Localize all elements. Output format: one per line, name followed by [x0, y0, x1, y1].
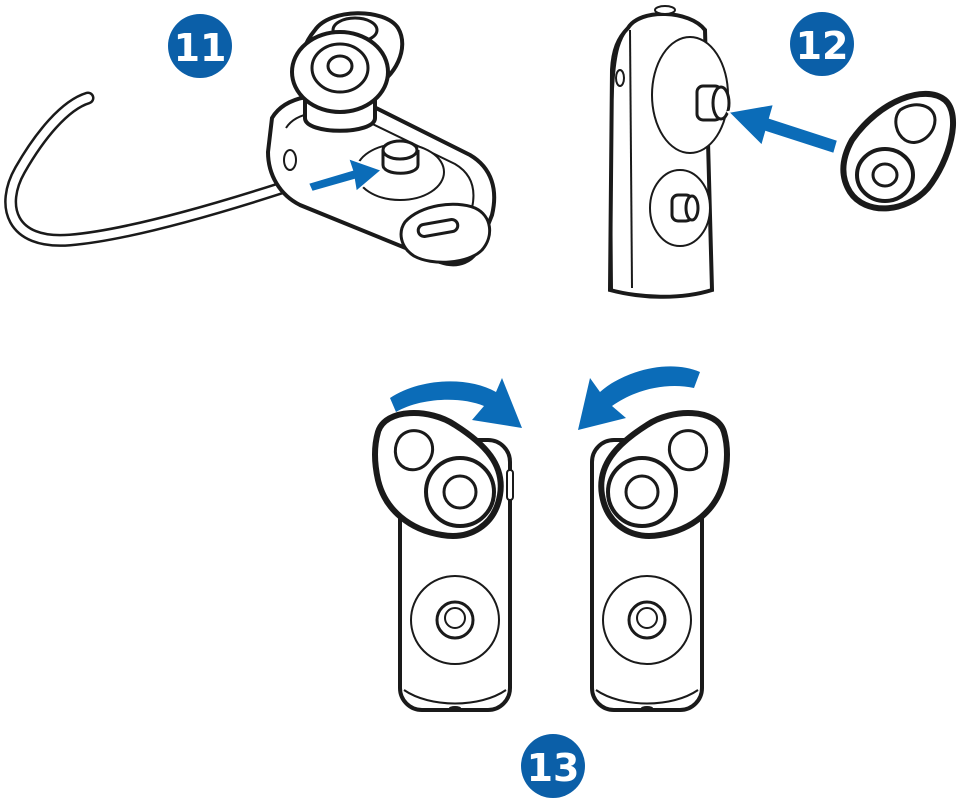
- step-number-13: 13: [527, 746, 580, 790]
- push-arrow: [725, 102, 840, 156]
- attach-arrow: [306, 156, 384, 194]
- step-number-12: 12: [796, 24, 849, 68]
- step-badge-12: 12: [790, 12, 854, 76]
- step-number-11: 11: [174, 26, 227, 70]
- speaker-post: [355, 139, 445, 201]
- step-badge-13: 13: [521, 734, 585, 798]
- rotate-left-arrow: [578, 366, 700, 430]
- step-12-illustration: [607, 5, 956, 299]
- loose-earloop: [840, 90, 956, 212]
- rotate-right-arrow: [390, 378, 522, 428]
- step-13-illustration: [372, 366, 730, 712]
- step-badge-11: 11: [168, 14, 232, 78]
- left-headset-rotated: [372, 410, 514, 712]
- step-11-illustration: [4, 11, 497, 267]
- earloop-with-eartip: [290, 11, 405, 133]
- headset-side-view: [607, 5, 731, 299]
- right-headset-rotated: [590, 410, 730, 712]
